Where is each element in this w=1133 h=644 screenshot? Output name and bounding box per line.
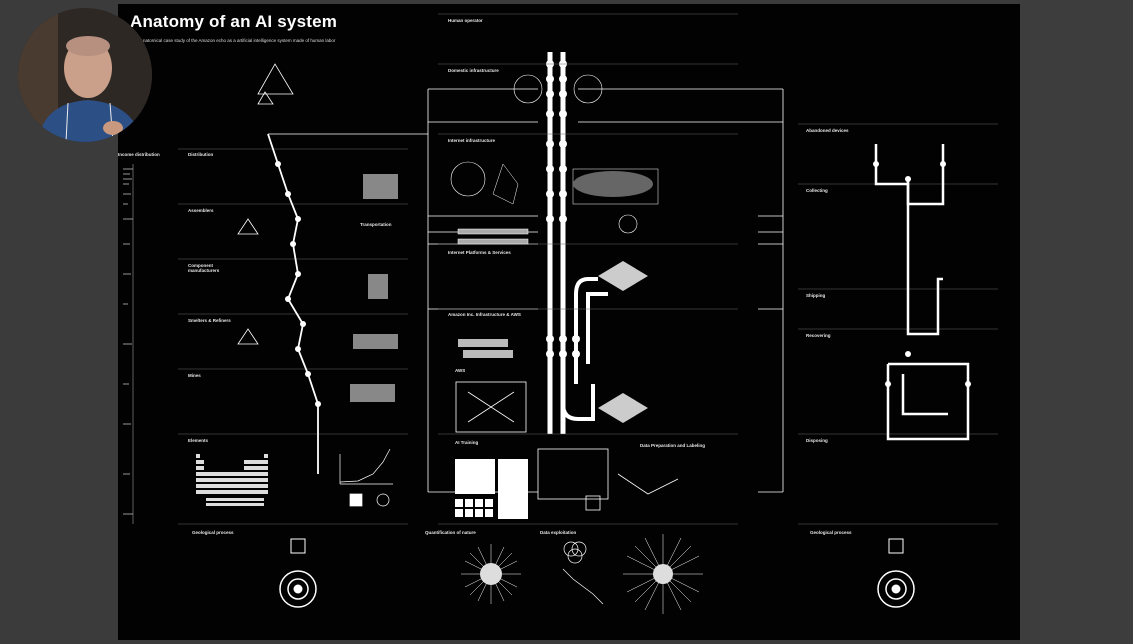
label-income-distribution: Income distribution [118,152,160,157]
label-internet-platforms: Internet Platforms & Services [448,250,511,255]
label-ai-training: AI Training [455,440,479,445]
label-domestic-infrastructure: Domestic infrastructure [448,68,499,73]
label-data-prep: Data Preparation and Labeling [640,443,706,448]
label-quantification: Quantification of nature [425,530,476,535]
label-data-exploitation: Data exploitation [540,530,577,535]
label-collecting: Collecting [806,188,828,193]
presenter-webcam [18,8,152,142]
horizontal-connectors [268,88,784,493]
supply-chain-path [267,133,319,474]
label-smelters-refiners: Smelters & Refiners [188,318,231,323]
label-mines: Mines [188,373,201,378]
label-elements: Elements [188,438,209,443]
label-shipping: Shipping [806,293,826,298]
label-distribution: Distribution [188,152,214,157]
central-trunk [547,52,566,434]
poster-canvas [118,4,1020,640]
right-side-panel [1020,0,1133,644]
label-geological-left: Geological process [192,530,234,535]
poster-subtitle: Anatomical case study of the Amazon echo… [140,38,336,43]
label-human-operator: Human operator [448,18,483,23]
label-transportation: Transportation [360,222,392,227]
label-recovering: Recovering [806,333,831,338]
label-component-manufacturers: Component manufacturers [188,263,220,273]
label-assemblers: Assemblers [188,208,214,213]
label-aws: AWS [455,368,466,373]
periodic-table [196,454,268,506]
geological-left [279,538,317,608]
label-geological-right: Geological process [810,530,852,535]
label-internet-infrastructure: Internet infrastructure [448,138,496,143]
income-bars [123,164,134,524]
diagram-graphics [123,13,998,614]
label-disposing: Disposing [806,438,828,443]
label-abandoned-devices: Abandoned devices [806,128,849,133]
head-icon [480,563,502,585]
label-amazon-infra: Amazon Inc. Infrastructure & AWS [448,312,521,317]
recycling-loops [874,144,970,441]
neural-diamonds [598,261,648,423]
geological-right [877,538,915,608]
poster-title: Anatomy of an AI system [130,12,338,31]
